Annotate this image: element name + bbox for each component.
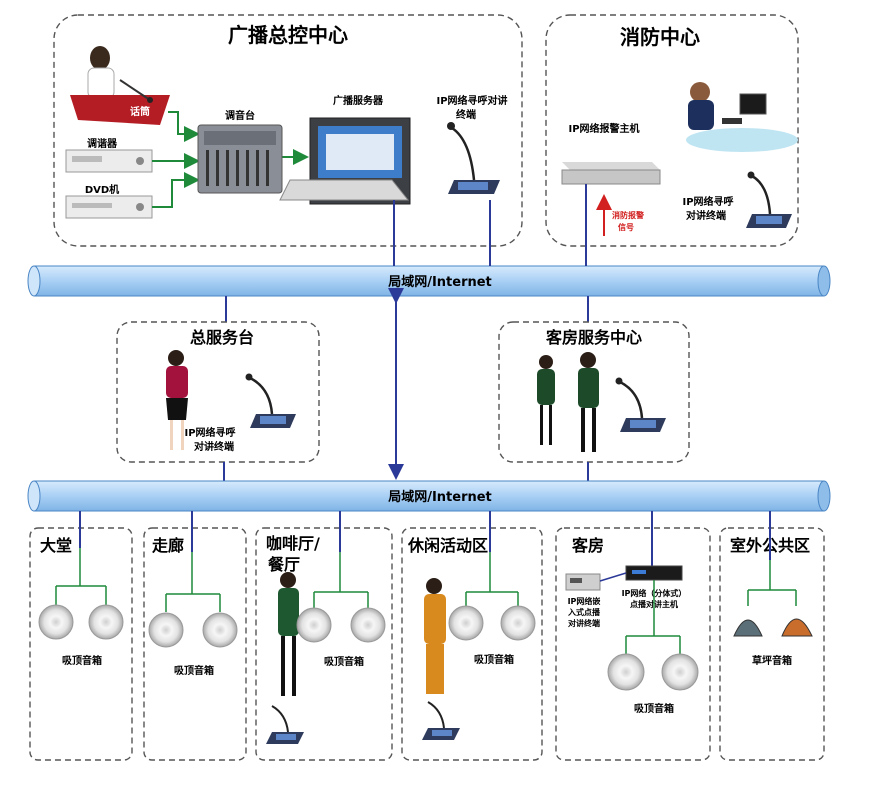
zone-leisure: 休闲活动区 吸顶音箱 <box>401 511 543 761</box>
zone-corridor-speaker-label: 吸顶音箱 <box>174 664 214 677</box>
network-pipe-lower: 局域网/Internet <box>27 480 831 512</box>
zone-outdoor: 室外公共区 草坪音箱 <box>719 511 825 761</box>
fire-operator-figure <box>686 82 798 152</box>
zone-lobby: 大堂 吸顶音箱 <box>29 511 133 761</box>
dvd-label: DVD机 <box>85 183 119 196</box>
embedded-term-label-2: 入式点播 <box>567 607 601 617</box>
fire-term-label-1: IP网络寻呼 <box>682 195 733 208</box>
ceiling-speaker <box>448 605 484 641</box>
zone-outdoor-speaker-label: 草坪音箱 <box>752 654 792 667</box>
embedded-term-label-3: 对讲终端 <box>568 618 600 628</box>
ceiling-speaker <box>148 612 184 648</box>
service-staff-figures <box>537 352 599 452</box>
front-desk-title: 总服务台 <box>190 328 254 347</box>
ip-term-label-2: 终端 <box>456 108 476 121</box>
waiter-figure <box>278 572 299 696</box>
zone-cafe-title: 咖啡厅/ <box>266 534 320 553</box>
ip-paging-terminal-top <box>447 122 500 194</box>
ip-paging-terminal-fire <box>746 171 792 228</box>
front-desk-area: 总服务台 IP网络寻呼 对讲终端 <box>116 296 320 481</box>
broadcast-center-title: 广播总控中心 <box>228 23 348 47</box>
zone-lobby-speaker-label: 吸顶音箱 <box>62 654 102 667</box>
ip-alarm-host <box>561 162 661 185</box>
ceiling-speaker <box>500 605 536 641</box>
zone-guestroom-title: 客房 <box>572 536 604 555</box>
network-label-upper: 局域网/Internet <box>388 274 492 290</box>
alarm-host-label: IP网络报警主机 <box>568 122 639 135</box>
zone-cafe-speaker-label: 吸顶音箱 <box>324 655 364 668</box>
mic-label: 话筒 <box>130 105 150 118</box>
receptionist-figure <box>166 350 188 450</box>
zone-cafe-title-2: 餐厅 <box>267 555 300 574</box>
broadcast-control-center: 广播总控中心 话筒 调谐器 DVD机 <box>53 14 523 247</box>
dvd-device <box>65 195 153 219</box>
fire-term-label-2: 对讲终端 <box>686 209 726 222</box>
network-label-lower: 局域网/Internet <box>388 489 492 505</box>
ceiling-speaker <box>88 604 124 640</box>
alarm-signal-label-1: 消防报警 <box>612 210 644 220</box>
front-desk-term-label-2: 对讲终端 <box>194 440 234 453</box>
zone-corridor: 走廊 吸顶音箱 <box>143 511 247 761</box>
ip-intercom-host <box>625 565 683 581</box>
tuner-device <box>65 149 153 173</box>
broadcast-server <box>279 117 411 205</box>
network-pipe-upper: 局域网/Internet <box>27 265 831 297</box>
zone-corridor-title: 走廊 <box>151 536 184 555</box>
fire-control-center: 消防中心 IP网络报警主机 消防报警 信号 IP网络寻呼 对讲终端 <box>545 14 799 247</box>
ip-paging-terminal-guest-service <box>615 377 666 432</box>
lawn-speaker <box>781 618 813 637</box>
zone-lobby-title: 大堂 <box>40 536 72 555</box>
ceiling-speaker <box>296 607 332 643</box>
zone-guestroom: 客房 IP网络（分体式） 点播对讲主机 IP网络嵌 入式点播 对讲终端 吸顶音箱 <box>555 511 711 761</box>
ceiling-speaker <box>607 653 645 691</box>
mixer-label: 调音台 <box>225 109 255 122</box>
ceiling-speaker <box>202 612 238 648</box>
fire-center-title: 消防中心 <box>620 25 700 49</box>
front-desk-term-label-1: IP网络寻呼 <box>184 426 235 439</box>
zone-leisure-title: 休闲活动区 <box>407 536 488 555</box>
ip-paging-terminal-front-desk <box>245 373 296 428</box>
ceiling-speaker <box>38 604 74 640</box>
tuner-label: 调谐器 <box>87 137 118 150</box>
ceiling-speaker <box>350 607 386 643</box>
mixer-console <box>197 124 283 194</box>
announcer-figure <box>70 46 170 125</box>
ceiling-speaker <box>661 653 699 691</box>
guest-service-area: 客房服务中心 <box>498 296 690 481</box>
ip-paging-terminal-leisure <box>422 701 460 740</box>
zone-cafe: 咖啡厅/ 餐厅 吸顶音箱 <box>255 511 393 761</box>
zone-guestroom-speaker-label: 吸顶音箱 <box>634 702 674 715</box>
lawn-speaker <box>733 619 763 637</box>
zone-leisure-speaker-label: 吸顶音箱 <box>474 653 514 666</box>
hostess-figure <box>424 578 446 694</box>
ip-paging-terminal-cafe <box>266 705 304 744</box>
embedded-term-label-1: IP网络嵌 <box>568 596 601 606</box>
guest-service-title: 客房服务中心 <box>546 328 642 347</box>
server-label: 广播服务器 <box>333 94 384 107</box>
ip-term-label-1: IP网络寻呼对讲 <box>436 94 507 107</box>
embedded-intercom-terminal <box>565 573 601 591</box>
alarm-signal-label-2: 信号 <box>618 222 634 232</box>
